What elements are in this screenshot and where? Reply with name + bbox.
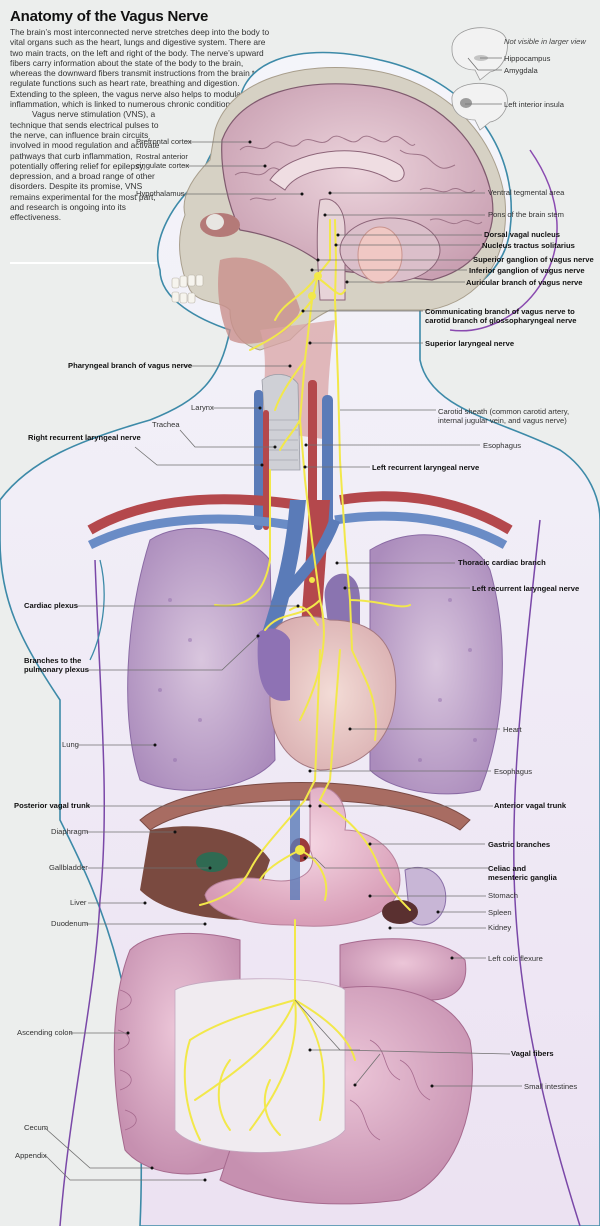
label-pharyngeal-branch: Pharyngeal branch of vagus nerve (68, 361, 193, 370)
intro-paragraph-1: The brain’s most interconnected nerve st… (10, 27, 270, 110)
label-superior-laryngeal-nerve: Superior laryngeal nerve (425, 339, 515, 348)
label-heart: Heart (503, 725, 522, 734)
label-trachea: Trachea (152, 420, 180, 429)
label-gallbladder: Gallbladder (49, 863, 88, 872)
label-gastric-branches: Gastric branches (488, 840, 551, 849)
label-left-interior-insula: Left interior insula (504, 100, 564, 109)
label-cardiac-plexus: Cardiac plexus (24, 601, 79, 610)
label-celiac-mesenteric-ganglia: Celiac and mesenteric ganglia (488, 864, 557, 882)
label-dorsal-vagal-nucleus: Dorsal vagal nucleus (484, 230, 560, 239)
label-ventral-tegmental-area: Ventral tegmental area (488, 188, 565, 197)
label-hypothalamus: Hypothalamus (136, 189, 185, 198)
nerve-ganglia (295, 272, 322, 855)
intro-text: The brain’s most interconnected nerve st… (10, 27, 275, 223)
label-branches-pulmonary-plexus: Branches to the pulmonary plexus (24, 656, 89, 674)
label-spleen: Spleen (488, 908, 512, 917)
label-prefrontal-cortex: Prefrontal cortex (136, 137, 192, 146)
divider (10, 262, 162, 264)
vagus-nerve (183, 219, 411, 1141)
label-pons: Pons of the brain stem (488, 210, 564, 219)
diaphragm (139, 782, 471, 831)
intestines (113, 933, 473, 1205)
label-rostral-anterior-cingulate-cortex: Rostral anterior cingulate cortex (136, 152, 190, 170)
label-carotid-sheath: Carotid sheath (common carotid artery, i… (438, 407, 570, 425)
label-communicating-branch: Communicating branch of vagus nerve to c… (425, 307, 577, 325)
label-lung: Lung (62, 740, 79, 749)
intro-paragraph-2: Vagus nerve stimulation (VNS), a techniq… (10, 109, 160, 223)
label-esophagus-lower: Esophagus (494, 767, 532, 776)
label-appendix: Appendix (15, 1151, 47, 1160)
label-thoracic-cardiac-branch: Thoracic cardiac branch (458, 558, 546, 567)
label-auricular-branch: Auricular branch of vagus nerve (466, 278, 583, 287)
label-anterior-vagal-trunk: Anterior vagal trunk (494, 801, 567, 810)
label-cecum: Cecum (24, 1123, 49, 1132)
head (171, 67, 507, 351)
inset-note: Not visible in larger view (504, 37, 586, 46)
label-hippocampus: Hippocampus (504, 54, 551, 63)
leader-dots (126, 140, 454, 1182)
label-left-colic-flexure: Left colic flexure (488, 954, 543, 963)
label-posterior-vagal-trunk: Posterior vagal trunk (14, 801, 90, 810)
label-vagal-fibers: Vagal fibers (511, 1049, 554, 1058)
page-title: Anatomy of the Vagus Nerve (10, 8, 209, 25)
label-superior-ganglion: Superior ganglion of vagus nerve (473, 255, 594, 264)
label-larynx: Larynx (191, 403, 214, 412)
label-diaphragm: Diaphragm (51, 827, 89, 836)
label-kidney: Kidney (488, 923, 512, 932)
label-inferior-ganglion: Inferior ganglion of vagus nerve (469, 266, 585, 275)
great-vessels (87, 491, 513, 550)
inset-brains (451, 27, 508, 131)
label-liver: Liver (70, 898, 87, 907)
label-left-recurrent-laryngeal-nerve-upper: Left recurrent laryngeal nerve (372, 463, 480, 472)
label-left-recurrent-laryngeal-nerve-lower: Left recurrent laryngeal nerve (472, 584, 580, 593)
label-nucleus-tractus-solitarius: Nucleus tractus solitarius (482, 241, 575, 250)
label-esophagus-upper: Esophagus (483, 441, 521, 450)
label-small-intestines: Small intestines (524, 1082, 578, 1091)
label-amygdala: Amygdala (504, 66, 538, 75)
label-stomach: Stomach (488, 891, 518, 900)
heart (256, 615, 397, 771)
label-duodenum: Duodenum (51, 919, 89, 928)
label-right-recurrent-laryngeal-nerve: Right recurrent laryngeal nerve (28, 433, 141, 442)
leader-lines (44, 57, 522, 1181)
label-ascending-colon: Ascending colon (17, 1028, 73, 1037)
